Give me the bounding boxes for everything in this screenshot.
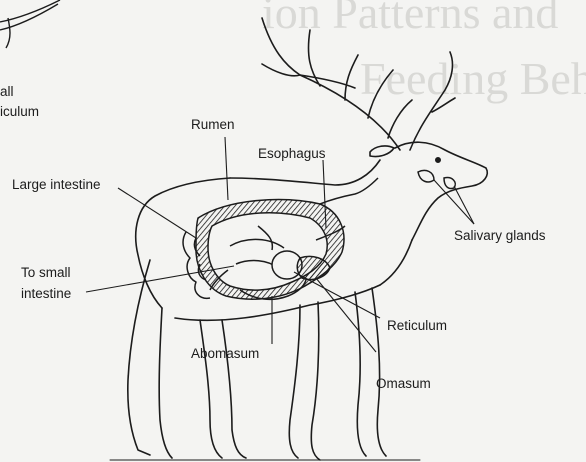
leader-rumen — [225, 137, 228, 200]
hind-leg-rear — [128, 260, 150, 455]
label-reticulum: Reticulum — [387, 318, 447, 334]
fragment-label-line2: iculum — [0, 104, 39, 120]
label-to-small-line2: intestine — [21, 286, 71, 302]
label-to-small-line1: To small — [21, 265, 71, 281]
label-large-intestine: Large intestine — [12, 177, 101, 193]
salivary-glands-shape — [418, 170, 455, 188]
digestive-organs — [183, 178, 378, 299]
label-rumen: Rumen — [191, 117, 235, 133]
antler-left — [262, 18, 412, 150]
elk-head — [395, 142, 487, 240]
leader-omasum — [316, 278, 376, 352]
elk-neck — [230, 160, 380, 185]
label-salivary-glands: Salivary glands — [454, 228, 546, 244]
label-omasum: Omasum — [376, 376, 431, 392]
leader-reticulum — [294, 272, 380, 318]
hind-leg-front — [200, 320, 222, 458]
antler-right — [300, 52, 455, 150]
esophagus-shape — [320, 178, 378, 204]
neighbor-figure-fragment — [0, 0, 60, 48]
front-leg-rear — [289, 305, 300, 458]
label-esophagus: Esophagus — [258, 146, 326, 162]
fragment-label-line1: all — [0, 84, 14, 100]
front-leg-front — [355, 292, 366, 456]
label-abomasum: Abomasum — [191, 346, 259, 362]
